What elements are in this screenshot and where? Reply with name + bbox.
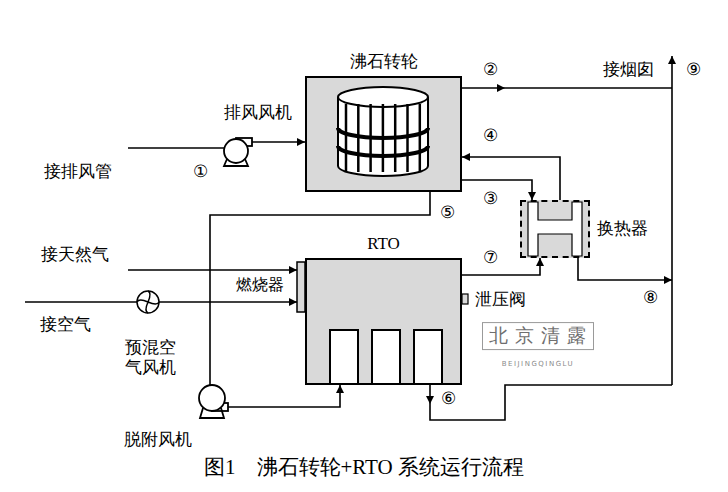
wheel-fill: [305, 76, 462, 192]
part-label: 燃烧器: [236, 276, 284, 294]
callout-number: ①: [193, 162, 208, 182]
flow-connector: [462, 157, 560, 200]
callout-number: ⑤: [440, 203, 455, 223]
cylinder-stripe: [419, 104, 422, 172]
inlet-label: 接空气: [40, 315, 91, 335]
flow-connector: [210, 192, 430, 407]
part-label: 泄压阀: [475, 290, 526, 310]
outlet-label: 接烟囱: [603, 60, 654, 80]
inlet-label: 接排风管: [44, 162, 112, 182]
callout-number: ⑦: [483, 248, 498, 268]
flow-connector: [462, 258, 540, 275]
exhaust-fan-symbol: [224, 138, 252, 166]
burner-symbol: [297, 262, 305, 312]
callout-number: ④: [483, 126, 498, 146]
callout-number: ⑥: [441, 389, 456, 409]
watermark: 北京清露: [482, 322, 594, 350]
process-lines: [25, 56, 672, 420]
rto-fill: [305, 258, 462, 385]
node-title: RTO: [367, 235, 400, 254]
rto-box: RTO: [305, 258, 462, 385]
callout-number: ③: [483, 189, 498, 209]
exchanger-fill: [520, 200, 590, 258]
cylinder-stripe: [394, 104, 397, 172]
desorption-fan-symbol: [199, 385, 228, 418]
zeolite-wheel-box: 沸石转轮: [305, 76, 462, 192]
cylinder-stripe: [345, 104, 348, 172]
cylinder-stripe: [357, 104, 360, 172]
fan-label: 脱附风机: [124, 430, 192, 450]
relief-valve-symbol: [462, 294, 468, 304]
node-title: 沸石转轮: [350, 53, 418, 72]
callout-number: ②: [483, 60, 498, 80]
cylinder-stripe: [406, 104, 409, 172]
premix-fan-symbol: [137, 291, 159, 313]
fan-label: 预混空气风机: [124, 338, 177, 377]
rto-chambers: [330, 330, 442, 385]
figure-caption: 图1 沸石转轮+RTO 系统运行流程: [204, 453, 524, 481]
inlet-label: 接天然气: [41, 245, 109, 265]
heat-exchanger-box: 换热器: [520, 200, 590, 258]
watermark: BEIJINGQINGLU: [502, 360, 575, 368]
cylinder-stripe: [382, 104, 385, 172]
cylinder-stripe: [369, 104, 372, 172]
zeolite-cylinder: [338, 87, 428, 176]
exchanger-channels: [528, 202, 582, 256]
node-title: 换热器: [597, 220, 648, 239]
callout-number: ⑧: [643, 288, 658, 308]
callout-number: ⑨: [686, 60, 701, 80]
fan-label: 排风风机: [224, 103, 292, 123]
